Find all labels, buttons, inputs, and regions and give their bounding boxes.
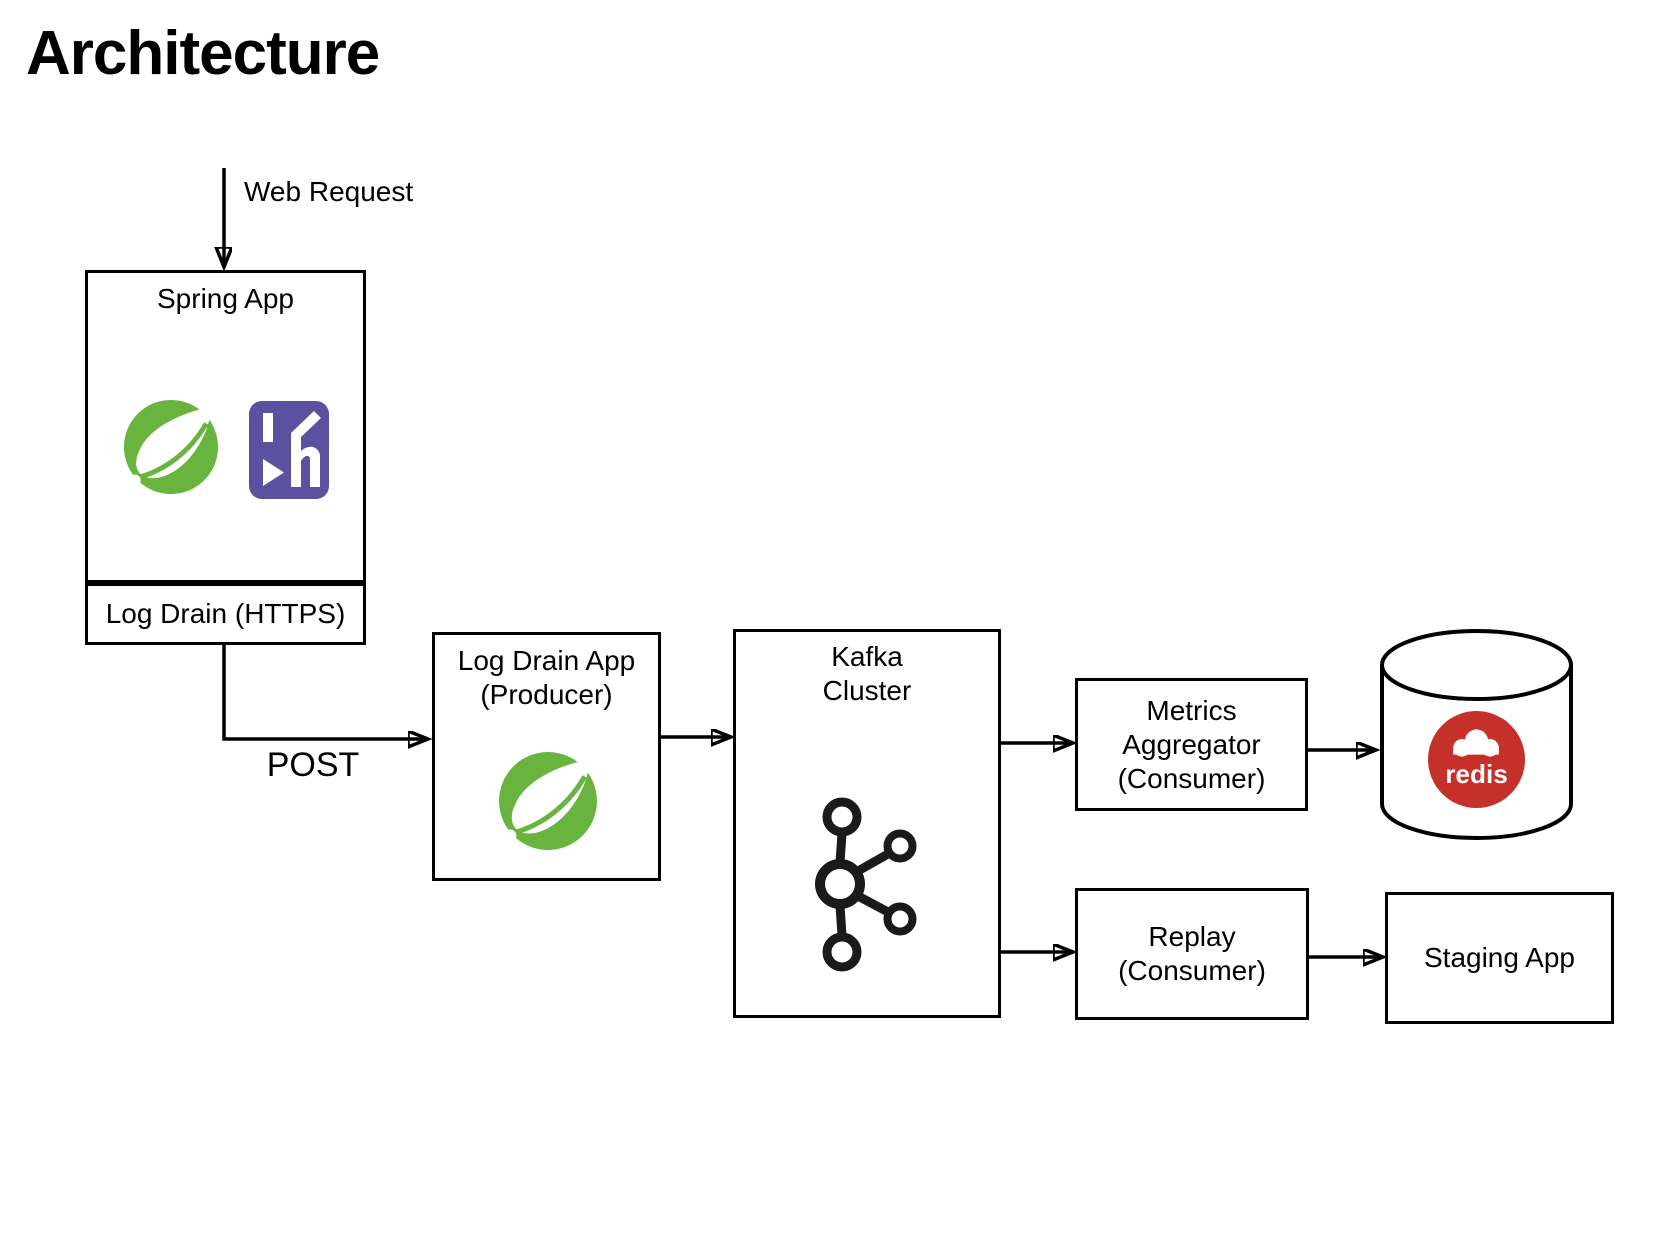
metrics-aggregator-node: Metrics Aggregator (Consumer) [1075,678,1308,811]
redis-logo-text: redis [1445,759,1508,789]
metrics-aggregator-line3: (Consumer) [1117,762,1266,794]
redis-datastore-node: redis [1378,627,1575,844]
log-drain-app-node: Log Drain App (Producer) [432,632,661,881]
web-request-label: Web Request [244,176,414,207]
redis-logo-icon: redis [1428,711,1525,808]
log-drain-https-node: Log Drain (HTTPS) [85,583,366,645]
log-drain-https-label: Log Drain (HTTPS) [105,598,346,629]
kafka-cluster-node: Kafka Cluster [733,629,1001,1018]
spring-logo-icon [122,398,220,496]
kafka-title-line2: Cluster [822,675,912,706]
heroku-logo-icon [248,400,330,500]
kafka-logo-icon [809,792,921,982]
metrics-aggregator-line1: Metrics [1146,694,1237,726]
metrics-aggregator-line2: Aggregator [1122,728,1261,760]
page-title: Architecture [26,19,380,88]
post-label: POST [266,746,360,784]
log-drain-app-title-line2: (Producer) [480,679,613,710]
kafka-title-line1: Kafka [831,641,903,672]
spring-logo-icon [497,750,599,852]
log-drain-app-title-line1: Log Drain App [457,645,636,676]
database-cylinder-icon [1378,629,1575,848]
staging-app-title: Staging App [1423,942,1576,973]
arrow-post [222,645,428,739]
replay-line1: Replay [1148,921,1236,952]
replay-node: Replay (Consumer) [1075,888,1309,1020]
spring-app-title: Spring App [157,283,294,314]
spring-app-node: Spring App [85,270,366,583]
staging-app-node: Staging App [1385,892,1614,1024]
replay-line2: (Consumer) [1118,955,1266,986]
